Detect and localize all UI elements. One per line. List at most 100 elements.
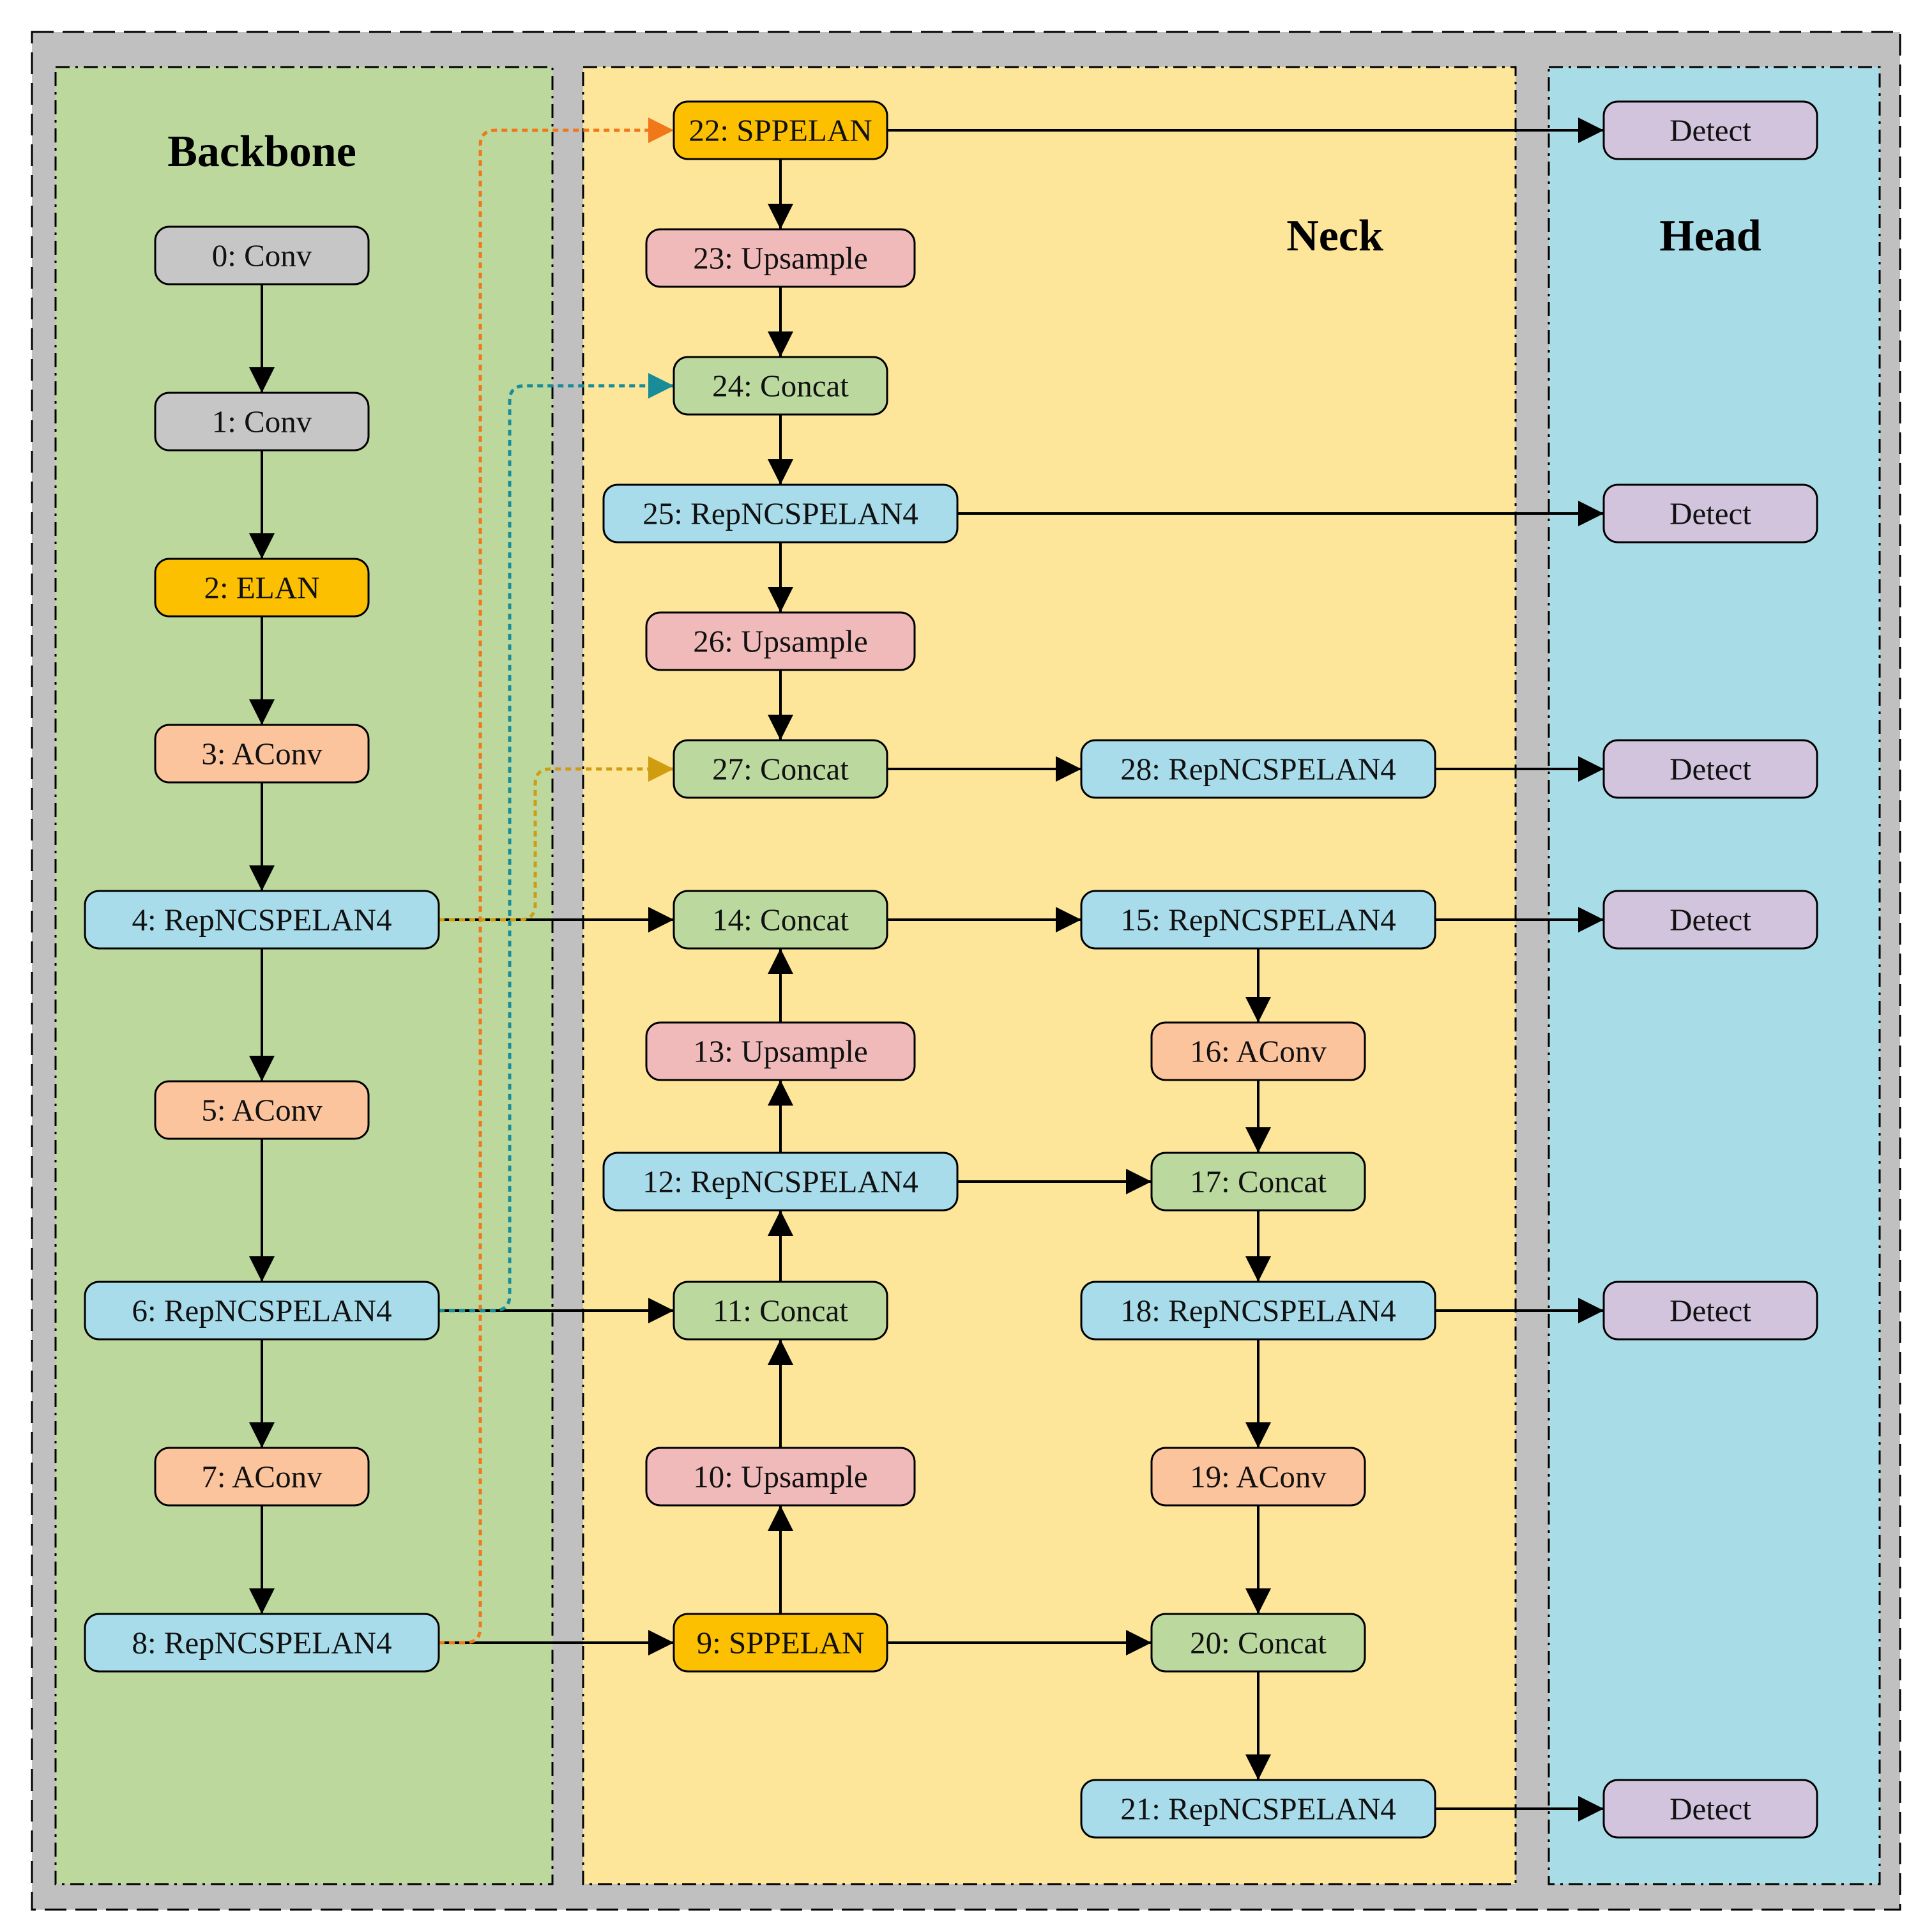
node-box xyxy=(84,890,440,950)
nodes-layer: 0: Conv 1: Conv 2: ELAN 3: AConv 4: RepNCSPE… xyxy=(84,100,1818,1839)
node-box xyxy=(1602,100,1818,160)
node-n23: 23: Upsample xyxy=(645,228,916,288)
backbone-title: Backbone xyxy=(167,127,356,176)
node-label: Detect xyxy=(1670,902,1751,938)
node-label: 27: Concat xyxy=(712,752,849,787)
node-box xyxy=(1080,1779,1436,1839)
node-box xyxy=(154,724,370,784)
node-n25: 25: RepNCSPELAN4 xyxy=(602,483,959,544)
node-n26: 26: Upsample xyxy=(645,611,916,671)
node-label: 24: Concat xyxy=(712,369,849,404)
node-label: Detect xyxy=(1670,1791,1751,1827)
node-d15: Detect xyxy=(1602,890,1818,950)
node-label: 10: Upsample xyxy=(693,1459,868,1495)
node-n3: 3: AConv xyxy=(154,724,370,784)
node-n11: 11: Concat xyxy=(673,1281,888,1341)
node-label: 23: Upsample xyxy=(693,241,868,276)
node-n17: 17: Concat xyxy=(1150,1152,1366,1212)
node-box xyxy=(154,225,370,285)
neck-title: Neck xyxy=(1286,211,1383,261)
node-label: 18: RepNCSPELAN4 xyxy=(1120,1293,1396,1328)
node-label: 5: AConv xyxy=(201,1093,323,1128)
node-n28: 28: RepNCSPELAN4 xyxy=(1080,739,1436,799)
node-label: Detect xyxy=(1670,1293,1751,1328)
node-box xyxy=(1150,1447,1366,1507)
edge-n6-n24 xyxy=(439,373,674,1312)
node-label: 2: ELAN xyxy=(204,570,320,605)
node-box xyxy=(673,739,888,799)
node-label: 3: AConv xyxy=(201,736,323,772)
node-n13: 13: Upsample xyxy=(645,1021,916,1081)
node-box xyxy=(1602,739,1818,799)
node-n12: 12: RepNCSPELAN4 xyxy=(602,1152,959,1212)
node-box xyxy=(673,100,888,160)
node-box xyxy=(645,1447,916,1507)
node-box xyxy=(1602,483,1818,544)
node-n18: 18: RepNCSPELAN4 xyxy=(1080,1281,1436,1341)
node-label: 20: Concat xyxy=(1190,1625,1327,1661)
node-n6: 6: RepNCSPELAN4 xyxy=(84,1281,440,1341)
node-n2: 2: ELAN xyxy=(154,558,370,618)
node-d25: Detect xyxy=(1602,483,1818,544)
node-n27: 27: Concat xyxy=(673,739,888,799)
node-n14: 14: Concat xyxy=(673,890,888,950)
node-label: 25: RepNCSPELAN4 xyxy=(643,496,918,531)
node-label: 19: AConv xyxy=(1190,1459,1327,1495)
node-box xyxy=(154,558,370,618)
node-n8: 8: RepNCSPELAN4 xyxy=(84,1613,440,1673)
node-box xyxy=(673,890,888,950)
node-label: 22: SPPELAN xyxy=(689,113,872,148)
backbone-panel xyxy=(54,66,554,1885)
node-box xyxy=(602,483,959,544)
node-box xyxy=(84,1613,440,1673)
node-box xyxy=(645,1021,916,1081)
node-label: 15: RepNCSPELAN4 xyxy=(1120,902,1396,938)
node-d18: Detect xyxy=(1602,1281,1818,1341)
node-box xyxy=(1602,890,1818,950)
node-box xyxy=(84,1281,440,1341)
node-d28: Detect xyxy=(1602,739,1818,799)
node-label: 7: AConv xyxy=(201,1459,323,1495)
node-box xyxy=(602,1152,959,1212)
node-label: 6: RepNCSPELAN4 xyxy=(132,1293,392,1328)
node-d21: Detect xyxy=(1602,1779,1818,1839)
node-n1: 1: Conv xyxy=(154,392,370,452)
node-box xyxy=(1602,1779,1818,1839)
head-title: Head xyxy=(1659,211,1761,261)
node-n21: 21: RepNCSPELAN4 xyxy=(1080,1779,1436,1839)
node-label: 8: RepNCSPELAN4 xyxy=(132,1625,392,1661)
node-box xyxy=(154,392,370,452)
node-label: 9: SPPELAN xyxy=(697,1625,865,1661)
node-box xyxy=(1080,1281,1436,1341)
node-label: 0: Conv xyxy=(212,238,312,273)
node-n24: 24: Concat xyxy=(673,356,888,416)
node-label: 17: Concat xyxy=(1190,1164,1327,1199)
node-box xyxy=(154,1080,370,1140)
node-n19: 19: AConv xyxy=(1150,1447,1366,1507)
node-label: Detect xyxy=(1670,496,1751,531)
node-box xyxy=(1080,739,1436,799)
node-label: 14: Concat xyxy=(712,902,849,938)
node-n10: 10: Upsample xyxy=(645,1447,916,1507)
node-n16: 16: AConv xyxy=(1150,1021,1366,1081)
node-n20: 20: Concat xyxy=(1150,1613,1366,1673)
node-box xyxy=(673,1613,888,1673)
node-n4: 4: RepNCSPELAN4 xyxy=(84,890,440,950)
neck-panel xyxy=(582,66,1517,1885)
node-box xyxy=(1150,1613,1366,1673)
node-label: 26: Upsample xyxy=(693,624,868,659)
node-label: Detect xyxy=(1670,752,1751,787)
node-label: 28: RepNCSPELAN4 xyxy=(1120,752,1396,787)
node-n15: 15: RepNCSPELAN4 xyxy=(1080,890,1436,950)
edge-n8-n22 xyxy=(439,118,674,1645)
node-box xyxy=(645,611,916,671)
node-box xyxy=(673,356,888,416)
node-n22: 22: SPPELAN xyxy=(673,100,888,160)
edges-layer xyxy=(249,118,1604,1822)
node-n9: 9: SPPELAN xyxy=(673,1613,888,1673)
node-box xyxy=(1602,1281,1818,1341)
node-label: 11: Concat xyxy=(713,1293,848,1328)
node-label: 13: Upsample xyxy=(693,1034,868,1069)
node-n7: 7: AConv xyxy=(154,1447,370,1507)
